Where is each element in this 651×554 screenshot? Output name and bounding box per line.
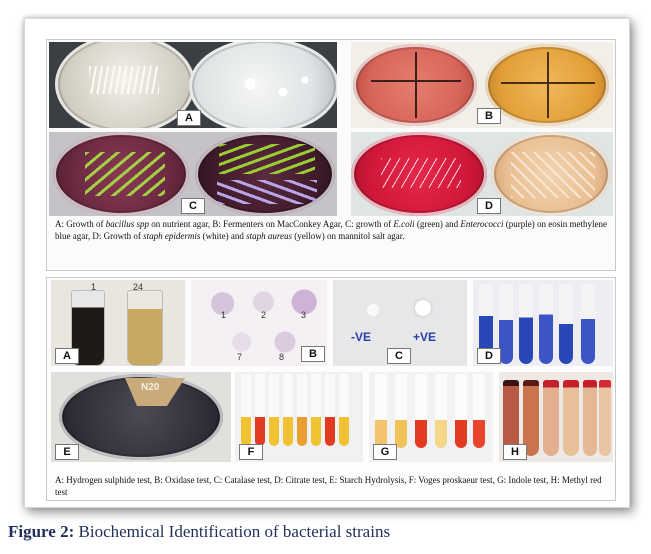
mr-tube-6 (599, 380, 611, 456)
indole-tube-5 (455, 374, 467, 448)
label-a-top: A (177, 110, 201, 126)
streak-c-left (85, 152, 165, 196)
streak-c-right-green (219, 144, 315, 174)
indole-tube-2 (395, 374, 407, 448)
catalase-spot-neg (367, 304, 379, 316)
figure-caption: Figure 2: Biochemical Identification of … (8, 522, 648, 542)
label-h-bottom: H (503, 444, 527, 460)
photo-d-citrate: D (473, 280, 613, 366)
oxidase-num-2: 2 (261, 310, 267, 320)
top-caption-part: Enterococci (460, 219, 504, 229)
label-b-top: B (477, 108, 501, 124)
vp-tube-2 (255, 374, 265, 446)
citrate-tube-1 (479, 284, 493, 364)
photo-c-emb: C (49, 132, 337, 216)
agar-plates-panel: A B C D A: Growth o (46, 39, 616, 271)
photo-d-mannitol: D (351, 132, 613, 216)
label-a-bottom: A (55, 348, 79, 364)
label-g-bottom: G (373, 444, 397, 460)
vp-tube-7 (325, 374, 335, 446)
catalase-pos-mark: +VE (413, 330, 437, 344)
citrate-tube-5 (559, 284, 573, 364)
divider-b-left-v (415, 52, 417, 118)
starch-mark: N20 (141, 382, 160, 393)
mr-tube-5 (583, 380, 597, 456)
vp-tube-5 (297, 374, 307, 446)
catalase-spot-pos (415, 300, 431, 316)
top-caption-part: A: Growth of (55, 219, 106, 229)
label-d-bottom: D (477, 348, 501, 364)
top-caption-part: bacillus spp (105, 219, 150, 229)
top-caption-part: (yellow) on mannitol salt agar. (292, 231, 405, 241)
top-caption-part: (green) and (414, 219, 461, 229)
divider-b-right-v (547, 52, 549, 118)
citrate-tube-2 (499, 284, 513, 364)
figure-card: A B C D A: Growth o (24, 18, 630, 508)
top-caption-part: on nutrient agar, B: Fermenters on MacCo… (149, 219, 394, 229)
catalase-neg-mark: -VE (351, 330, 372, 344)
oxidase-num-8: 8 (279, 352, 285, 362)
label-c-top: C (181, 198, 205, 214)
photo-c-catalase: -VE +VE C (333, 280, 467, 366)
oxidase-num-3: 3 (301, 310, 307, 320)
mr-tube-2 (523, 380, 539, 456)
streak-a-left (89, 66, 159, 94)
photo-f-voges: F (235, 372, 363, 462)
vp-tube-3 (269, 374, 279, 446)
photo-e-starch: N20 E (51, 372, 231, 462)
photo-b-oxidase: 1 2 3 7 8 B (191, 280, 327, 366)
photo-g-indole: G (369, 372, 493, 462)
mr-tube-4 (563, 380, 579, 456)
tube-a-right-number: 24 (133, 282, 144, 292)
figure-number: Figure 2: (8, 522, 75, 541)
top-caption-part: staph aureus (246, 231, 293, 241)
streak-d-right (511, 152, 595, 198)
indole-tube-3 (415, 374, 427, 448)
streak-d-left (381, 158, 461, 188)
citrate-tube-6 (581, 284, 595, 364)
vp-tube-1 (241, 374, 251, 446)
oxidase-num-1: 1 (221, 310, 227, 320)
indole-tube-4 (435, 374, 447, 448)
indole-tube-1 (375, 374, 387, 448)
colonies-a-right (217, 68, 327, 108)
bottom-panel-caption: A: Hydrogen sulphide test, B: Oxidase te… (55, 475, 602, 497)
photo-h-methyl-red: H (499, 372, 613, 462)
mr-tube-3 (543, 380, 559, 456)
top-caption-part: E.coli (393, 219, 415, 229)
photo-a-nutrient-agar: A (49, 42, 337, 128)
top-caption-part: (white) and (200, 231, 247, 241)
top-caption-part: staph epidermis (143, 231, 201, 241)
figure-title: Biochemical Identification of bacterial … (78, 522, 391, 541)
photo-b-macconkey: B (351, 42, 613, 128)
oxidase-num-7: 7 (237, 352, 243, 362)
citrate-tube-3 (519, 284, 533, 364)
photo-a-h2s: 1 24 A (51, 280, 185, 366)
label-f-bottom: F (239, 444, 263, 460)
biochemical-tests-panel: 1 24 A 1 2 3 7 8 B -VE +VE C (46, 277, 616, 501)
streak-c-right-purple (217, 180, 317, 204)
indole-tube-6 (473, 374, 485, 448)
vp-tube-8 (339, 374, 349, 446)
top-panel-caption: A: Growth of bacillus spp on nutrient ag… (55, 218, 607, 242)
tube-a-yellow (127, 290, 163, 366)
top-caption-part: (purple) on eosin methylene blue agar, D… (55, 219, 607, 241)
citrate-tube-4 (539, 284, 553, 364)
vp-tube-4 (283, 374, 293, 446)
label-c-bottom: C (387, 348, 411, 364)
label-d-top: D (477, 198, 501, 214)
label-b-bottom: B (301, 346, 325, 362)
mr-tube-1 (503, 380, 519, 456)
tube-a-left-number: 1 (91, 282, 97, 292)
label-e-bottom: E (55, 444, 79, 460)
vp-tube-6 (311, 374, 321, 446)
